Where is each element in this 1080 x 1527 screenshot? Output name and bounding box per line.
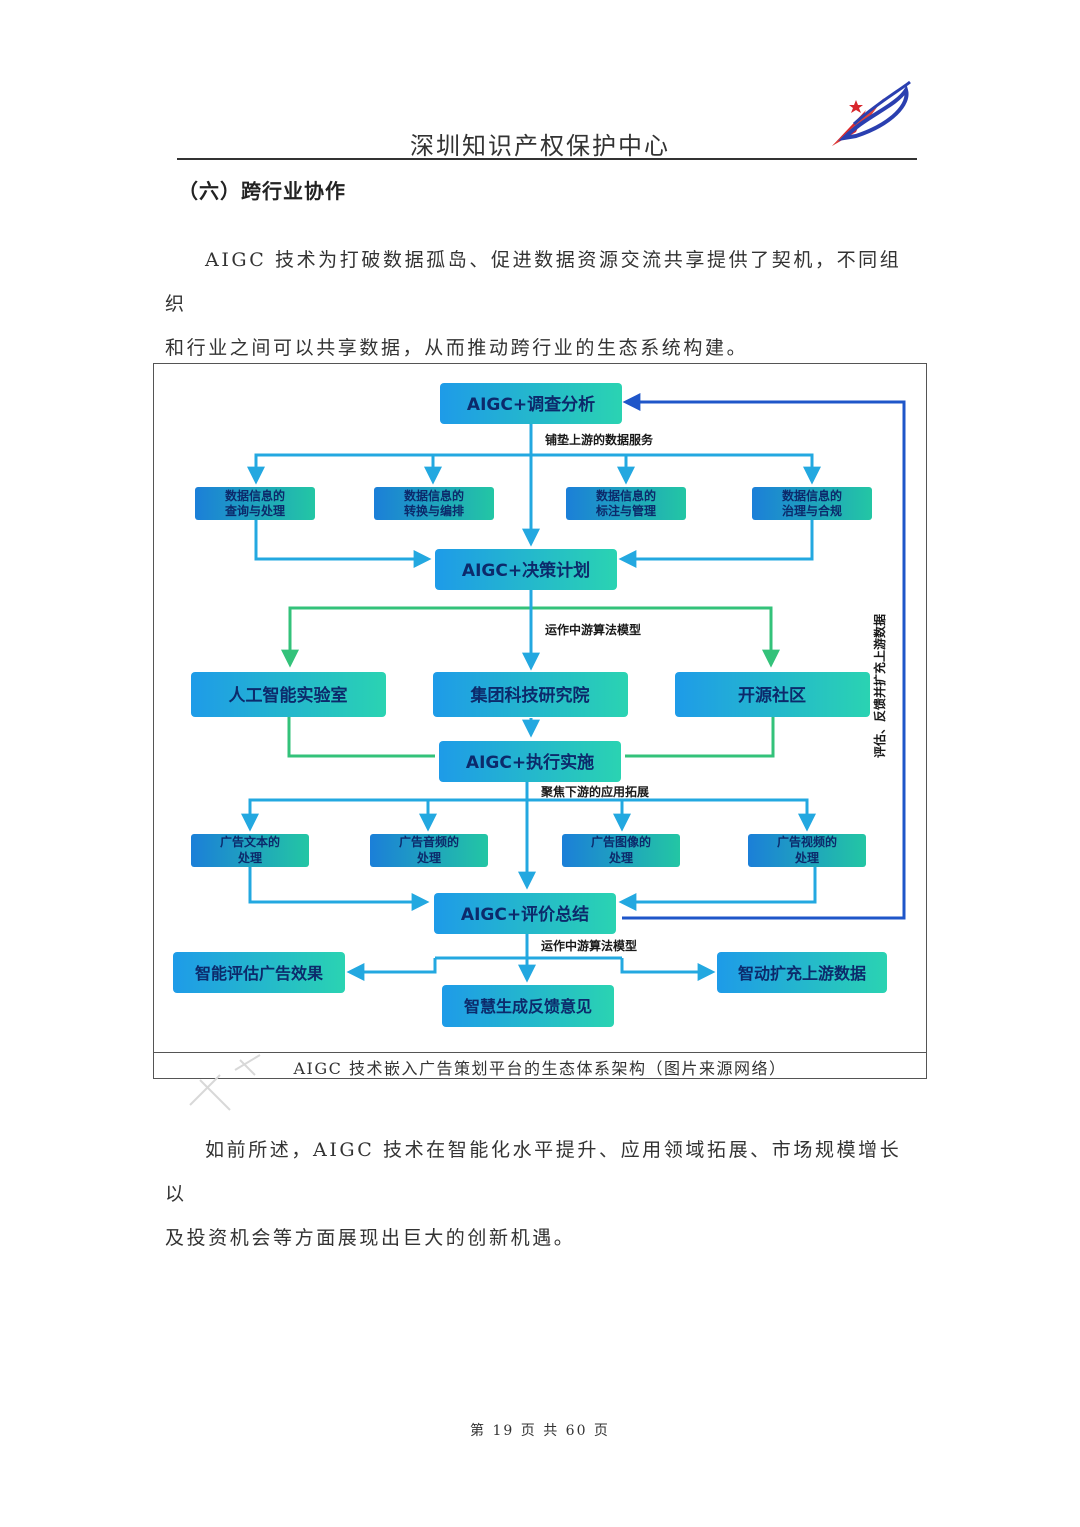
paragraph-line: 及投资机会等方面展现出巨大的创新机遇。 — [165, 1227, 576, 1249]
organization-logo — [832, 80, 911, 146]
header-title: 深圳知识产权保护中心 — [410, 132, 670, 160]
paragraph-line: AIGC 技术为打破数据孤岛、促进数据资源交流共享提供了契机，不同组织 — [165, 249, 902, 315]
paragraph-intro: AIGC 技术为打破数据孤岛、促进数据资源交流共享提供了契机，不同组织 和行业之… — [165, 238, 917, 370]
header-rule — [177, 158, 917, 160]
paragraph-line: 如前所述，AIGC 技术在智能化水平提升、应用领域拓展、市场规模增长以 — [165, 1139, 902, 1205]
figure-caption: AIGC 技术嵌入广告策划平台的生态体系架构（图片来源网络） — [293, 1059, 787, 1078]
paragraph-summary: 如前所述，AIGC 技术在智能化水平提升、应用领域拓展、市场规模增长以 及投资机… — [165, 1128, 917, 1260]
watermark-stamp — [189, 1054, 261, 1111]
figure-frame — [153, 363, 927, 1079]
page-number: 第 19 页 共 60 页 — [470, 1423, 610, 1439]
section-heading: （六）跨行业协作 — [178, 179, 346, 203]
paragraph-line: 和行业之间可以共享数据，从而推动跨行业的生态系统构建。 — [165, 337, 749, 359]
figure-caption-divider — [153, 1052, 927, 1053]
